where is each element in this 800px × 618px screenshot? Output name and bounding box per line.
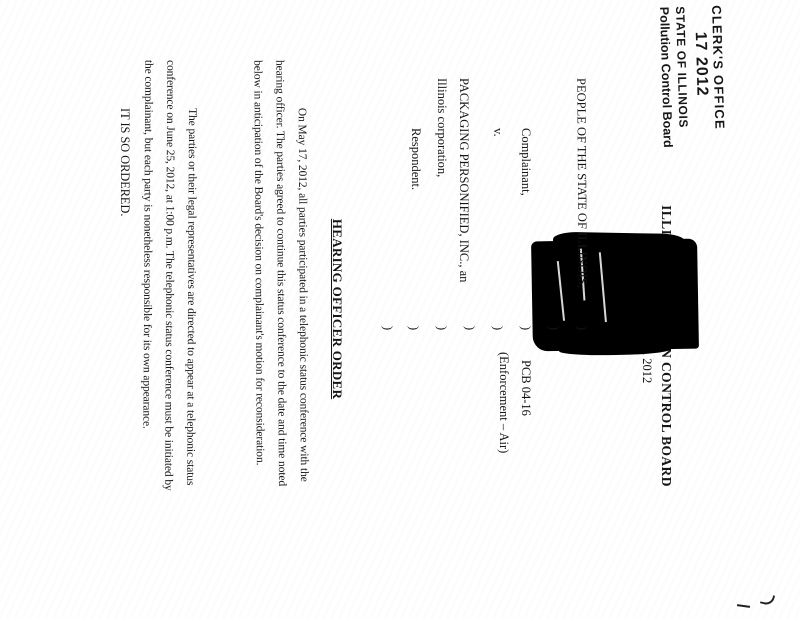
caption-parens: ) ) ) ) ) ) ) ) (379, 326, 589, 338)
body-line: below in anticipation of the Board's dec… (251, 60, 266, 466)
body-line: The parties or their legal representativ… (184, 108, 199, 486)
body-line: hearing officer. The parties agreed to c… (273, 59, 289, 487)
caption-paren: ) (435, 326, 449, 331)
caption-paren: ) (381, 326, 395, 331)
ink-blot-scratch (598, 252, 607, 323)
respondent-name-line2: Illinois corporation, (435, 78, 449, 178)
body-paragraph-1: On May 17, 2012, all parties participate… (246, 60, 315, 580)
caption-paren: ) (407, 326, 421, 331)
respondent-label: Respondent. (409, 128, 423, 191)
order-title-text: HEARING OFFICER ORDER (330, 218, 345, 400)
caption-paren: ) (575, 326, 589, 331)
case-type: (Enforcement – Air) (497, 352, 511, 454)
body-line: conference on June 25, 2012, at 1:00 p.m… (162, 59, 177, 491)
ink-blot-scratch (556, 261, 566, 321)
versus-label: v. (491, 128, 505, 137)
case-number: PCB 04-16 (519, 360, 533, 416)
caption-paren: ) (463, 326, 477, 331)
body-line: the complainant, but each party is nonet… (140, 59, 155, 429)
closing-line: IT IS SO ORDERED. (118, 108, 132, 217)
body-line: On May 17, 2012, all parties participate… (295, 107, 310, 482)
order-title: HEARING OFFICER ORDER (329, 0, 345, 618)
caption-paren: ) (547, 326, 561, 331)
scan-artifact-mark (736, 604, 751, 608)
complainant-label: Complainant, (519, 128, 533, 196)
stamp-line-clerks-office: CLERK'S OFFICE (709, 5, 728, 131)
stamp-line-date: 17 2012 (691, 31, 711, 97)
complainant-name: PEOPLE OF THE STATE OF ILLINOIS, (574, 77, 590, 288)
body-paragraph-2: The parties or their legal representativ… (135, 60, 204, 580)
stamp-line-state: STATE OF ILLINOIS (673, 6, 691, 129)
caption-paren: ) (519, 326, 533, 331)
respondent-name-line1: PACKAGING PERSONIFIED, INC., an (457, 78, 471, 283)
caption-paren: ) (491, 326, 505, 331)
scan-artifact-mark (759, 592, 776, 607)
